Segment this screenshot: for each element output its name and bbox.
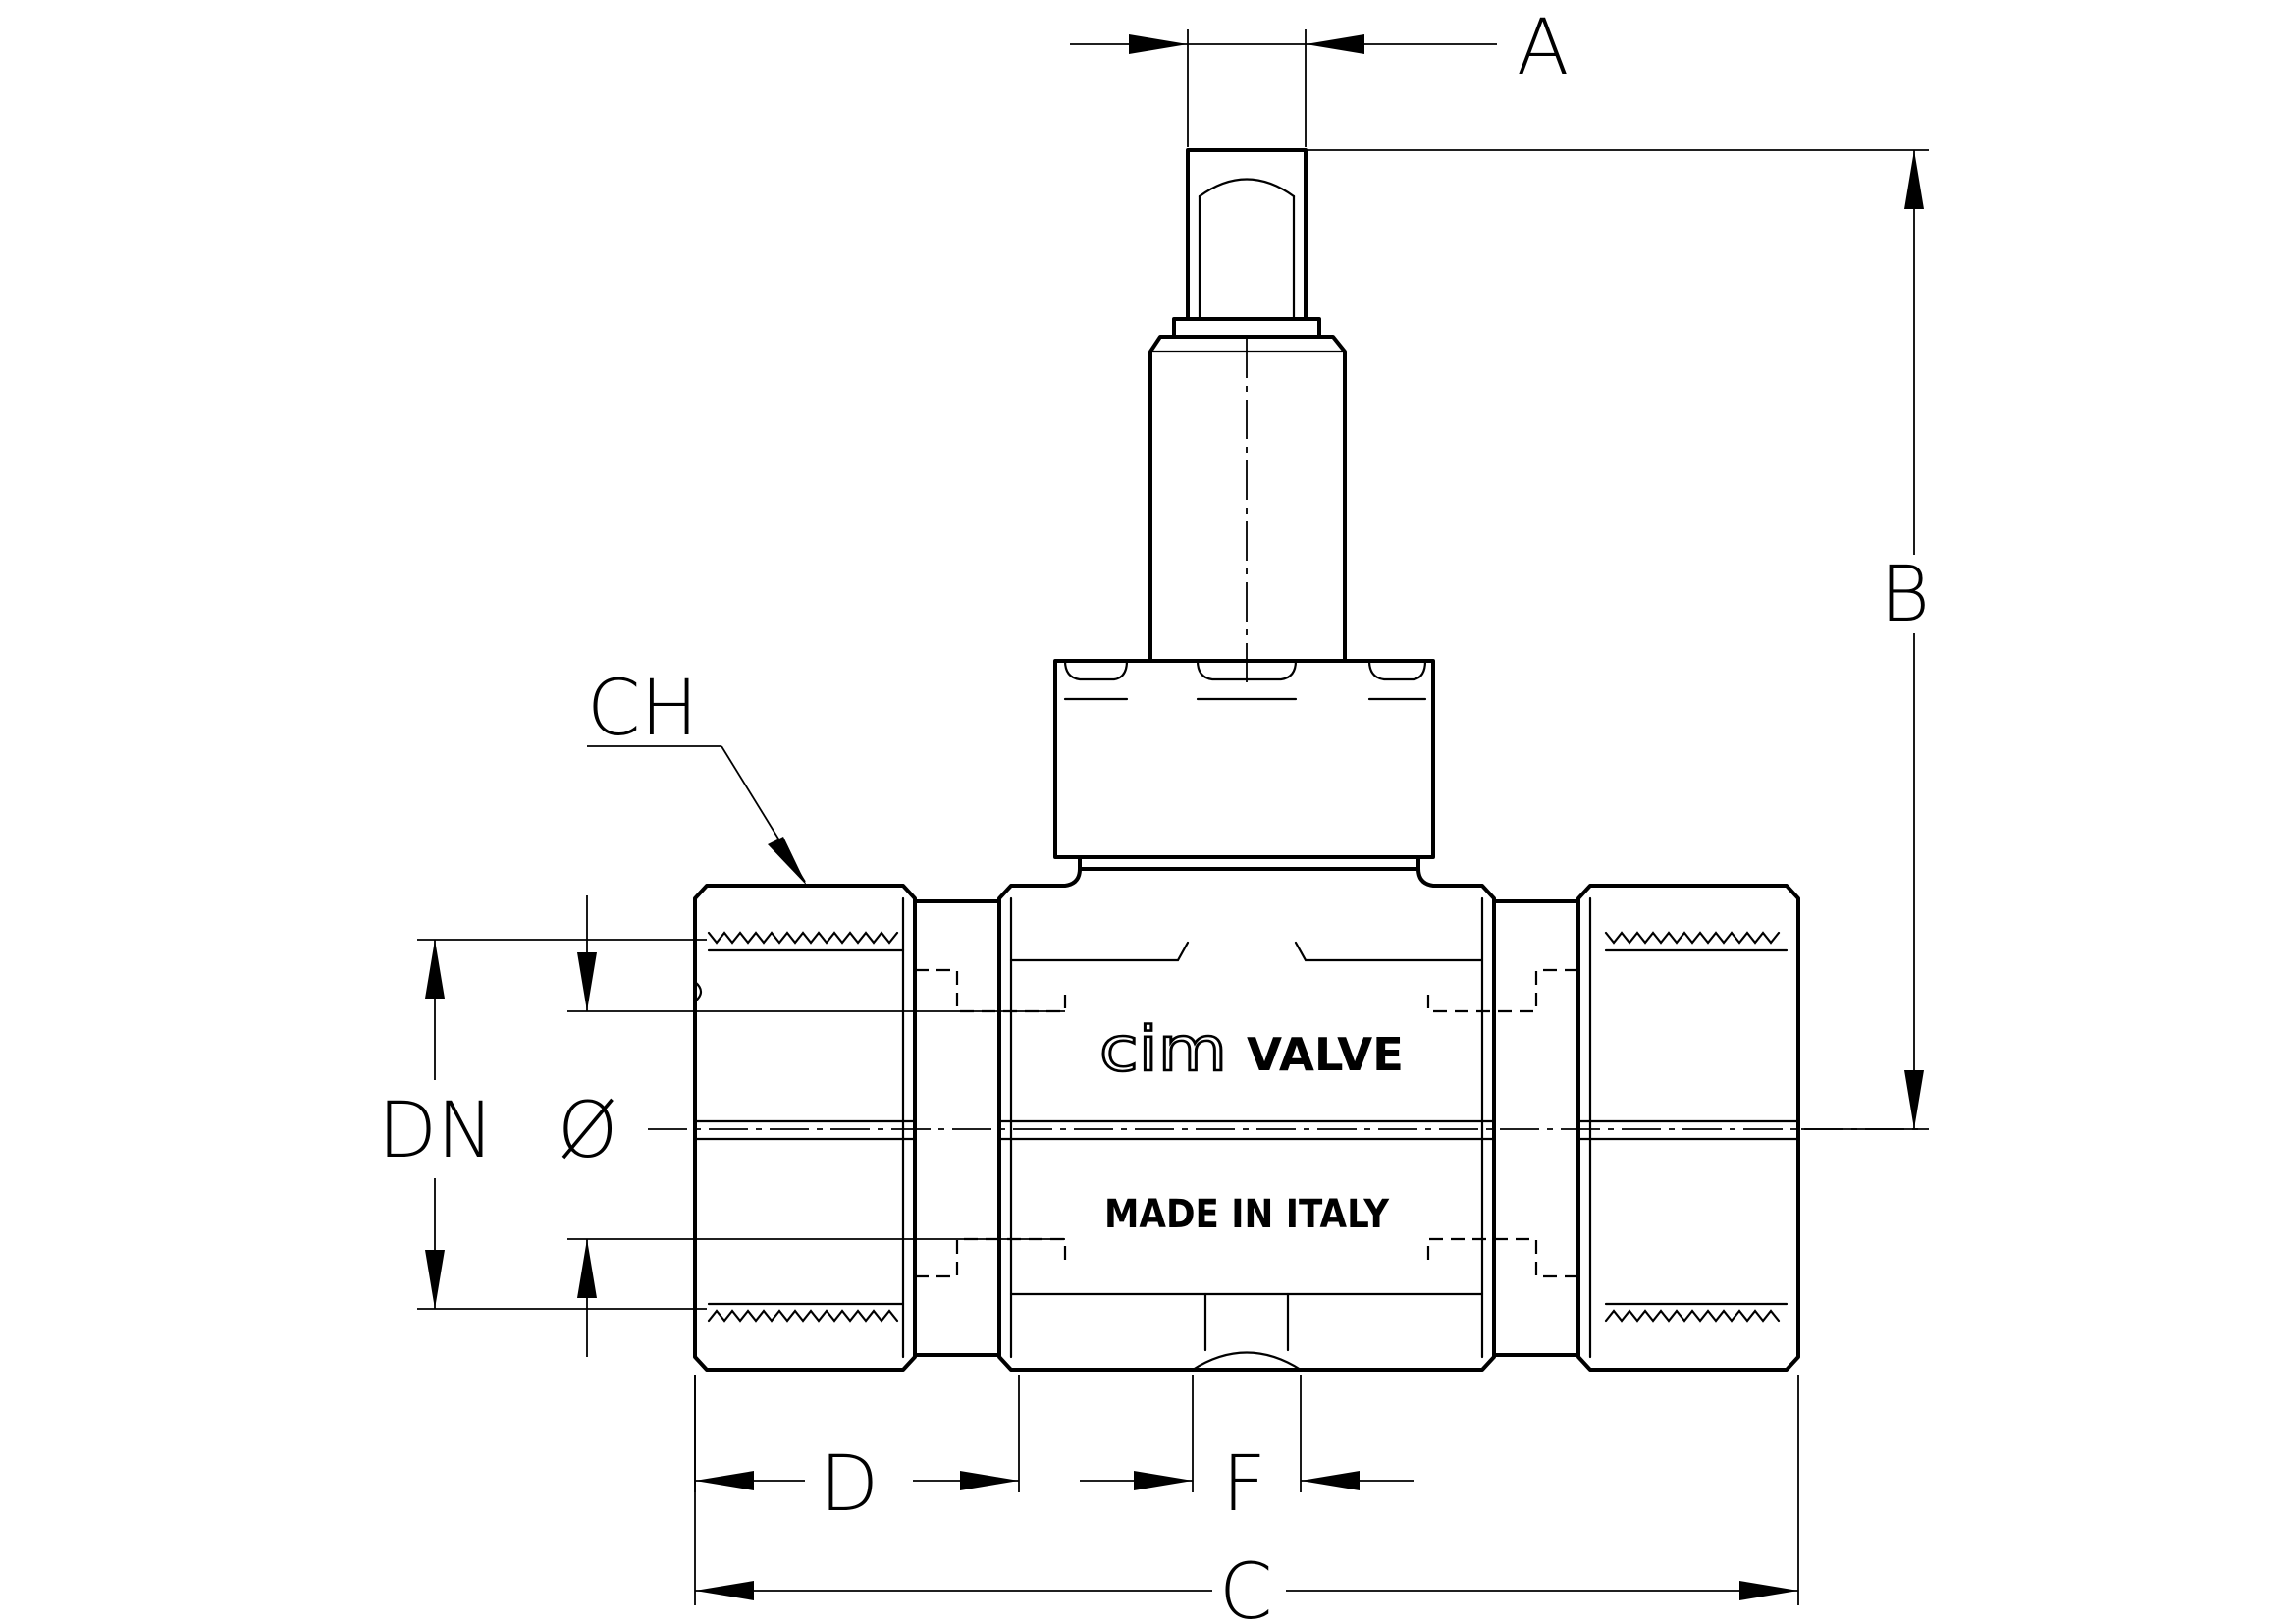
dimension-b-label: B — [1880, 551, 1930, 639]
bonnet-nut — [1053, 659, 1435, 871]
dimension-diameter: Ø — [558, 895, 1065, 1357]
dimension-a-label: A — [1517, 4, 1569, 92]
dimension-c-label: C — [1219, 1548, 1272, 1624]
brand-logo: cim — [1099, 1013, 1227, 1085]
dimension-a: A — [1070, 4, 1569, 147]
dimension-c: C — [694, 1375, 1799, 1624]
dimension-ch-label: CH — [587, 665, 698, 753]
body-markings: cim VALVE MADE IN ITALY — [1098, 1012, 1404, 1237]
valve-stem — [1148, 148, 1347, 687]
dimension-dn: DN — [378, 939, 707, 1310]
dimension-dn-label: DN — [378, 1087, 494, 1175]
origin-marking: MADE IN ITALY — [1104, 1192, 1390, 1237]
brand-word: VALVE — [1247, 1028, 1404, 1081]
valve-body — [648, 867, 1924, 1372]
dimension-d: D — [694, 1375, 1020, 1529]
dimension-b: B — [1306, 149, 1930, 1130]
dimension-d-label: D — [820, 1440, 879, 1529]
dimension-diameter-label: Ø — [558, 1087, 617, 1175]
dimension-f: F — [1080, 1375, 1414, 1529]
dimension-f-label: F — [1222, 1440, 1266, 1529]
dimension-ch: CH — [587, 665, 807, 886]
